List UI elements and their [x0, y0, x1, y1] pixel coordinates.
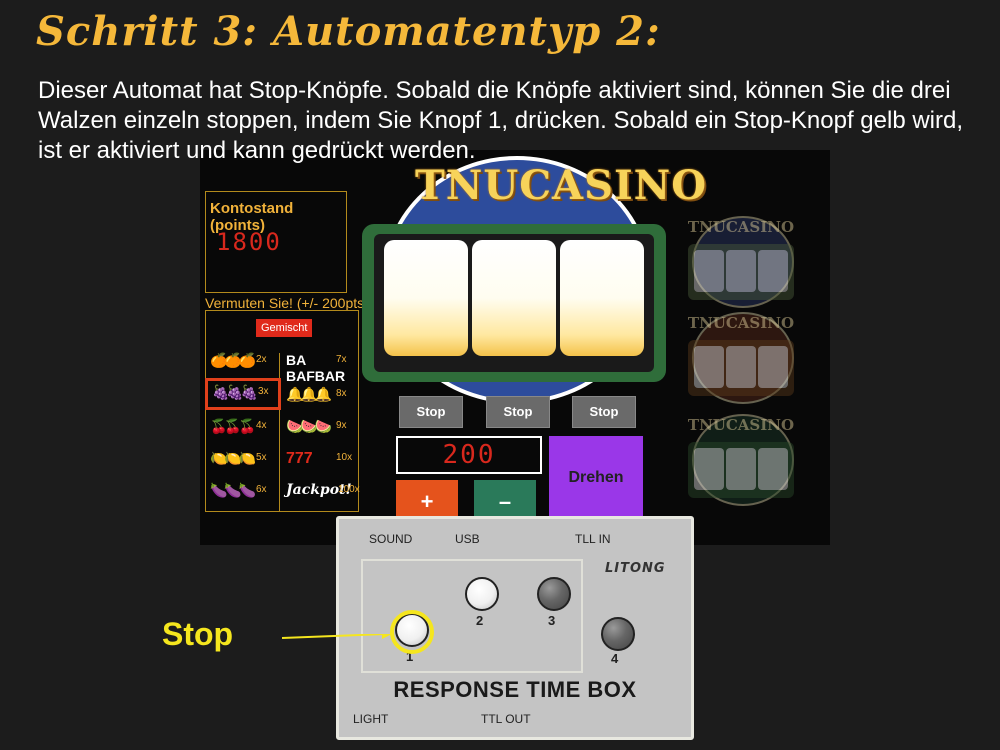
mini-reel-frame: [688, 442, 794, 498]
stop-annotation-label: Stop: [162, 616, 234, 652]
paytable-item-barbar[interactable]: BA BAFBAR 7x: [282, 349, 352, 384]
multiplier: 6x: [256, 484, 267, 495]
increase-bet-button[interactable]: +: [396, 480, 458, 520]
mini-logo: TNUCASINO: [687, 416, 795, 434]
mini-reel: [758, 448, 788, 490]
mini-reel: [726, 250, 756, 292]
sevens-icon: 777: [286, 450, 313, 467]
decrease-bet-button[interactable]: –: [474, 480, 536, 520]
lemons-icon: 🍋🍋🍋: [210, 450, 256, 466]
mini-machine-1[interactable]: TNUCASINO: [684, 214, 798, 308]
bells-icon: 🔔🔔🔔: [286, 386, 332, 402]
barbar-icon: BA BAFBAR: [286, 352, 346, 384]
light-port-label: LIGHT: [353, 712, 389, 726]
paytable-item-plums[interactable]: 🍆🍆🍆 6x: [206, 479, 276, 505]
mini-reel: [758, 346, 788, 388]
paytable-item-watermelons[interactable]: 🍉🍉🍉 9x: [282, 415, 352, 441]
multiplier: 5x: [256, 452, 267, 463]
paytable-item-jackpot[interactable]: Jackpot! 100x: [282, 479, 360, 505]
response-box-title: RESPONSE TIME BOX: [393, 677, 637, 702]
guess-label: Vermuten Sie! (+/- 200pts): [205, 295, 369, 311]
mini-logo: TNUCASINO: [687, 314, 795, 332]
mini-machine-3[interactable]: TNUCASINO: [684, 412, 798, 506]
balance-label: Kontostand (points): [210, 200, 294, 234]
multiplier: 100x: [338, 484, 360, 495]
mini-reel: [758, 250, 788, 292]
multiplier: 8x: [336, 388, 347, 399]
paytable-item-sevens[interactable]: 777 10x: [282, 447, 352, 473]
multiplier: 9x: [336, 420, 347, 431]
ttl-out-port-label: TTL OUT: [481, 712, 531, 726]
mixed-button[interactable]: Gemischt: [256, 319, 313, 337]
instructions-text: Dieser Automat hat Stop-Knöpfe. Sobald d…: [38, 77, 964, 164]
mini-reel: [694, 250, 724, 292]
paytable-item-lemons[interactable]: 🍋🍋🍋 5x: [206, 447, 276, 473]
multiplier: 7x: [336, 354, 347, 365]
annotation-arrow-icon: [282, 634, 392, 639]
paytable: Gemischt 🍊🍊🍊 2x BA BAFBAR 7x 🍇🍇🍇 3x 🔔🔔🔔 …: [205, 310, 360, 512]
watermelons-icon: 🍉🍉🍉: [286, 418, 332, 434]
mini-reel-frame: [688, 244, 794, 300]
mini-reel: [726, 448, 756, 490]
multiplier: 3x: [258, 386, 269, 397]
jackpot-icon: Jackpot!: [286, 482, 352, 498]
mini-machine-2[interactable]: TNUCASINO: [684, 310, 798, 404]
bet-display: 200: [396, 436, 542, 474]
balance-panel: Kontostand (points) 1800: [205, 191, 347, 293]
oranges-icon: 🍊🍊🍊: [210, 352, 256, 368]
paytable-item-grapes[interactable]: 🍇🍇🍇 3x: [205, 378, 281, 410]
plums-icon: 🍆🍆🍆: [210, 482, 256, 498]
button-panel: [361, 559, 583, 673]
button-number-4: 4: [611, 651, 619, 666]
button-number-2: 2: [476, 613, 484, 628]
stop-button-2[interactable]: Stop: [486, 396, 550, 428]
multiplier: 10x: [336, 452, 353, 463]
reel-2: [472, 240, 556, 356]
mini-reel: [694, 448, 724, 490]
balance-value: 1800: [216, 228, 282, 256]
mini-reel: [726, 346, 756, 388]
ttl-in-port-label: TLL IN: [575, 532, 611, 546]
cherries-icon: 🍒🍒🍒: [210, 418, 256, 434]
page-title: Schritt 3: Automatentyp 2:: [36, 8, 661, 55]
reel-1: [384, 240, 468, 356]
response-button-2[interactable]: [465, 577, 499, 611]
button-number-1: 1: [406, 649, 414, 664]
mini-logo-arc: [692, 312, 794, 404]
multiplier: 4x: [256, 420, 267, 431]
stop-button-3[interactable]: Stop: [572, 396, 636, 428]
mini-logo-arc: [692, 216, 794, 308]
paytable-divider: [279, 353, 280, 511]
multiplier: 2x: [256, 354, 267, 365]
button-number-3: 3: [548, 613, 556, 628]
mini-logo: TNUCASINO: [687, 218, 795, 236]
paytable-item-bells[interactable]: 🔔🔔🔔 8x: [282, 383, 352, 409]
casino-logo: TNUCASINO: [415, 162, 708, 209]
paytable-item-cherries[interactable]: 🍒🍒🍒 4x: [206, 415, 276, 441]
brand-logo: LITONG: [605, 561, 666, 576]
response-button-4[interactable]: [601, 617, 635, 651]
usb-port-label: USB: [455, 532, 480, 546]
stop-button-1[interactable]: Stop: [399, 396, 463, 428]
reel-window: [374, 234, 654, 372]
mini-reel: [694, 346, 724, 388]
mini-logo-arc: [692, 414, 794, 506]
mini-reel-frame: [688, 340, 794, 396]
reel-3: [560, 240, 644, 356]
slot-game: Kontostand (points) 1800 Vermuten Sie! (…: [200, 150, 830, 545]
reel-frame: [362, 224, 666, 382]
button-1-highlight-ring: [390, 610, 434, 654]
response-button-3[interactable]: [537, 577, 571, 611]
grapes-icon: 🍇🍇🍇: [212, 384, 258, 400]
paytable-item-oranges[interactable]: 🍊🍊🍊 2x: [206, 349, 276, 375]
sound-port-label: SOUND: [369, 532, 413, 546]
spin-button[interactable]: Drehen: [549, 436, 643, 520]
